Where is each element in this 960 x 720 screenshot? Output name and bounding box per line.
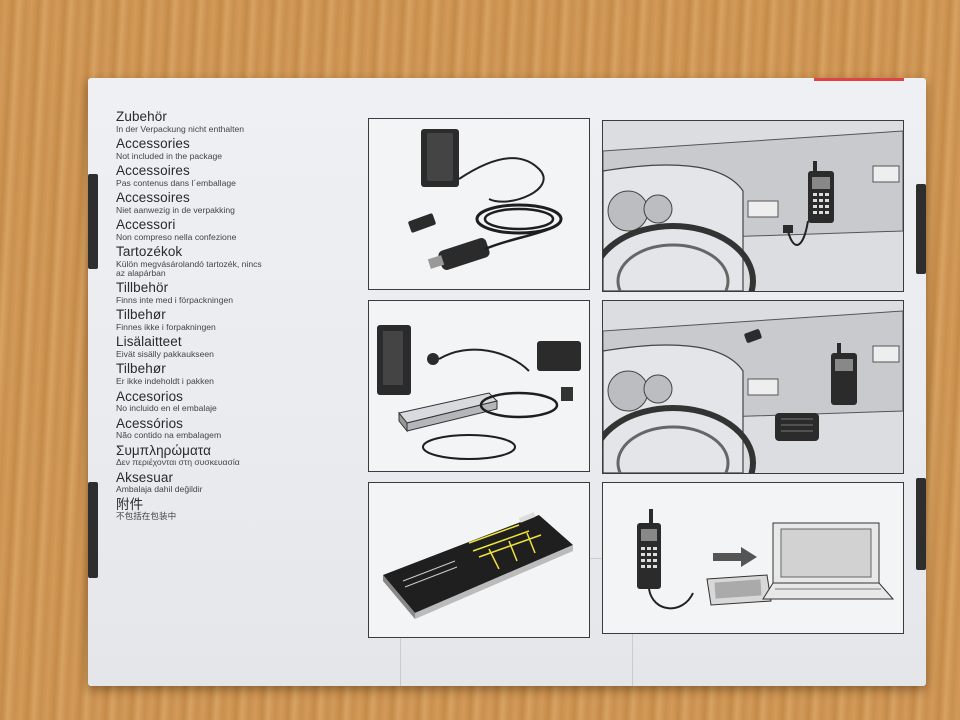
phone-in-car-holder-icon	[603, 121, 903, 291]
fold-line-vertical-2	[632, 618, 633, 686]
fold-line-vertical-1	[400, 618, 401, 686]
phone-in-car-with-speaker-icon	[603, 301, 903, 473]
panel-phone-laptop	[602, 482, 904, 634]
data-card-icon	[383, 512, 573, 619]
box-clip-right-bottom	[916, 478, 926, 570]
phone-to-laptop-icon	[637, 509, 895, 610]
red-edge-strip	[814, 78, 904, 81]
phone-holder-and-cables-icon	[408, 129, 563, 270]
box-clip-right-top	[916, 184, 926, 274]
panel-car-phone-holder	[602, 120, 904, 292]
accessory-entry: 附件不包括在包装中	[116, 496, 177, 522]
panel-data-card	[368, 482, 590, 638]
box-clip-left-top	[88, 174, 98, 269]
panel-car-kit-accessories	[368, 300, 590, 472]
panel-car-speaker	[602, 300, 904, 474]
car-kit-accessories-icon	[377, 325, 581, 460]
box-clip-left-bottom	[88, 482, 98, 578]
panel-holder-cables	[368, 118, 590, 290]
